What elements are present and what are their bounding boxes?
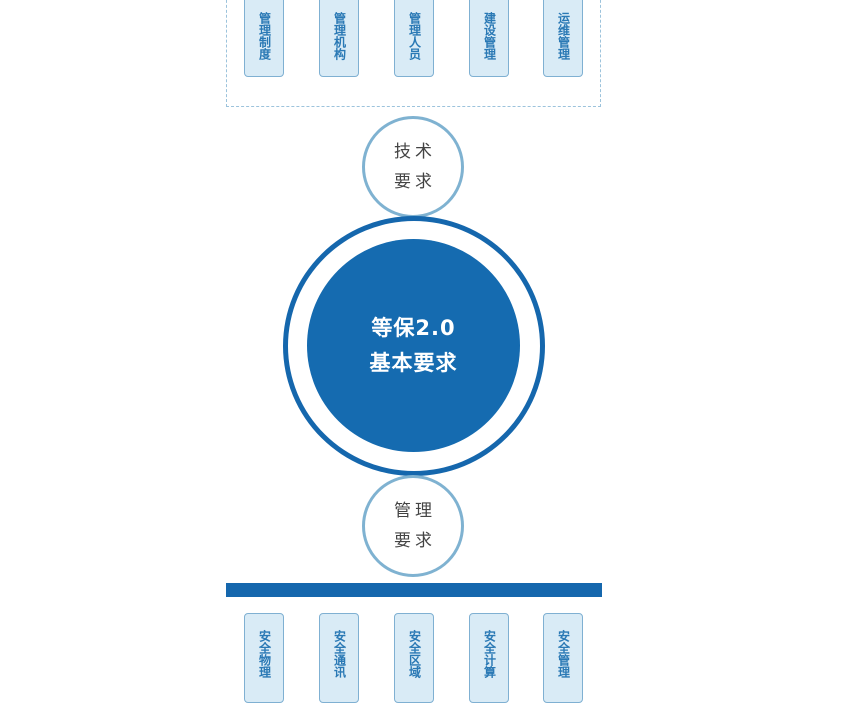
pill-label: 管理人员 xyxy=(407,12,422,60)
technical-group-header-bar xyxy=(226,583,602,597)
pill-label: 建设管理 xyxy=(482,12,497,60)
tech-requirements-node: 技术 要求 xyxy=(362,116,464,218)
pill-label: 安全计算 xyxy=(482,630,497,678)
tech-line-2: 要求 xyxy=(394,172,436,192)
core-subtitle: 基本要求 xyxy=(369,350,458,375)
pill-label: 管理制度 xyxy=(257,12,272,60)
mgmt-line-1: 管理 xyxy=(394,501,436,521)
management-group-box xyxy=(226,0,601,107)
pill-security-computing: 安全计算 xyxy=(469,613,509,703)
pill-label: 安全通讯 xyxy=(332,630,347,678)
pill-label: 安全物理 xyxy=(257,630,272,678)
pill-label: 运维管理 xyxy=(556,12,571,60)
pill-label: 安全管理 xyxy=(556,630,571,678)
tech-line-1: 技术 xyxy=(394,142,436,162)
pill-management-org: 管理机构 xyxy=(319,0,359,77)
pill-label: 管理机构 xyxy=(332,12,347,60)
pill-management-staff: 管理人员 xyxy=(394,0,434,77)
pill-security-area: 安全区域 xyxy=(394,613,434,703)
pill-security-physical: 安全物理 xyxy=(244,613,284,703)
pill-management-system: 管理制度 xyxy=(244,0,284,77)
pill-operations-management: 运维管理 xyxy=(543,0,583,77)
pill-label: 安全区域 xyxy=(407,630,422,678)
pill-security-communication: 安全通讯 xyxy=(319,613,359,703)
pill-construction-management: 建设管理 xyxy=(469,0,509,77)
mgmt-line-2: 要求 xyxy=(394,531,436,551)
core-title: 等保2.0 xyxy=(371,315,456,340)
core-node: 等保2.0 基本要求 xyxy=(307,239,520,452)
pill-security-management: 安全管理 xyxy=(543,613,583,703)
mgmt-requirements-node: 管理 要求 xyxy=(362,475,464,577)
